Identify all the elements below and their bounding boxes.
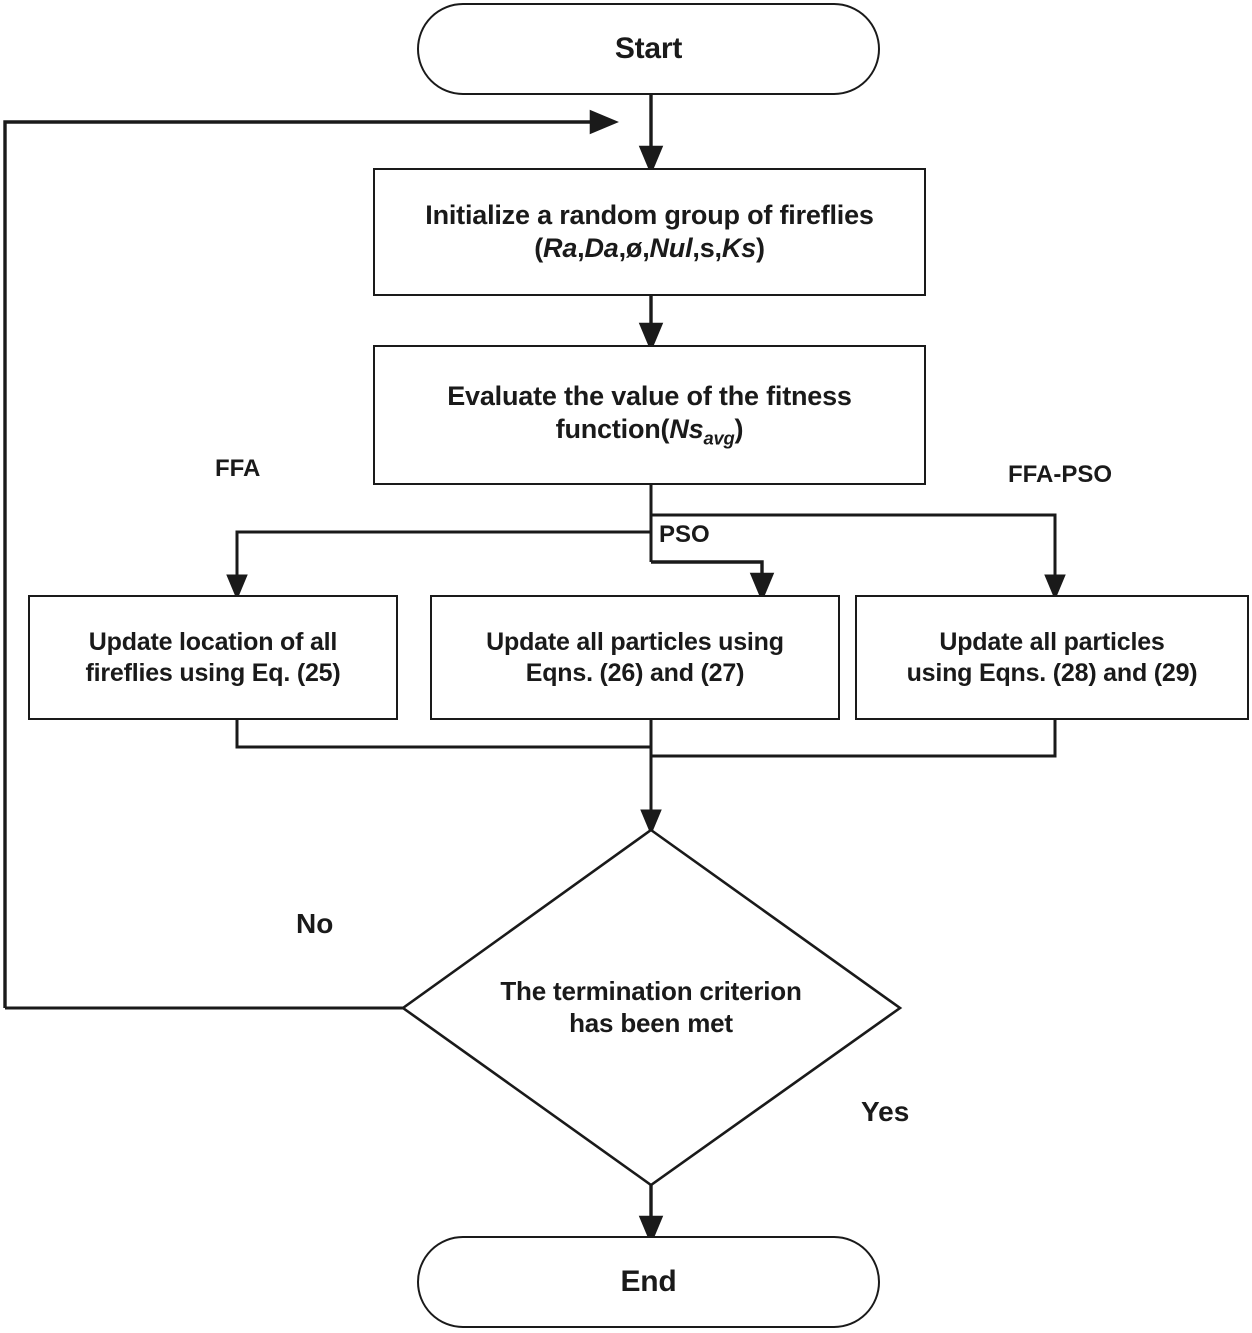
- node-decision[interactable]: The termination criterion has been met: [451, 955, 851, 1061]
- edge-feedback-loop-to-stem: [3, 109, 619, 1008]
- update-ffa-line2: fireflies using Eq. (25): [85, 658, 341, 687]
- decision-line2: has been met: [569, 1008, 733, 1038]
- initialize-line2: (Ra,Da,ø,Nul,s,Ks): [534, 233, 765, 263]
- edge-branch-pso: [651, 560, 775, 602]
- update-pso-line2: Eqns. (26) and (27): [525, 658, 745, 687]
- update-ffa-line1: Update location of all: [88, 628, 338, 656]
- node-evaluate[interactable]: Evaluate the value of the fitness functi…: [373, 345, 926, 485]
- decision-line1: The termination criterion: [500, 976, 802, 1007]
- node-update-ffa[interactable]: Update location of all fireflies using E…: [28, 595, 398, 720]
- edge-label-no: No: [296, 908, 334, 939]
- node-start[interactable]: Start: [417, 3, 880, 95]
- edge-label-yes: Yes: [861, 1096, 910, 1127]
- edge-branch-ffa-pso: [651, 513, 1066, 601]
- node-update-ffa-text: Update location of all fireflies using E…: [86, 627, 341, 688]
- node-end[interactable]: End: [417, 1236, 880, 1328]
- node-update-pso-text: Update all particles using Eqns. (26) an…: [486, 627, 784, 688]
- evaluate-line1: Evaluate the value of the fitness: [447, 381, 852, 412]
- edge-merge-from-ffa-box: [235, 720, 651, 749]
- update-ffa-pso-line1: Update all particles: [939, 628, 1165, 656]
- node-end-label: End: [620, 1264, 677, 1298]
- edge-label-ffa: FFA: [215, 455, 261, 482]
- node-update-pso[interactable]: Update all particles using Eqns. (26) an…: [430, 595, 840, 720]
- edge-label-pso: PSO: [659, 521, 710, 548]
- update-ffa-pso-line2: using Eqns. (28) and (29): [906, 658, 1198, 687]
- edge-branch-ffa: [226, 530, 651, 601]
- node-initialize-text: Initialize a random group of fireflies (…: [425, 199, 874, 265]
- node-evaluate-text: Evaluate the value of the fitness functi…: [447, 380, 852, 450]
- update-pso-line1: Update all particles using: [486, 628, 784, 656]
- node-start-label: Start: [614, 31, 683, 65]
- initialize-line1: Initialize a random group of fireflies: [425, 200, 874, 231]
- edge-label-ffa-pso: FFA-PSO: [1008, 461, 1113, 488]
- evaluate-line2: function(Nsavg): [555, 414, 744, 449]
- edge-merge-from-ffa-pso-box: [651, 720, 1057, 758]
- node-update-ffa-pso-text: Update all particles using Eqns. (28) an…: [907, 627, 1198, 688]
- node-update-ffa-pso[interactable]: Update all particles using Eqns. (28) an…: [855, 595, 1249, 720]
- node-decision-text: The termination criterion has been met: [500, 976, 801, 1039]
- node-initialize[interactable]: Initialize a random group of fireflies (…: [373, 168, 926, 296]
